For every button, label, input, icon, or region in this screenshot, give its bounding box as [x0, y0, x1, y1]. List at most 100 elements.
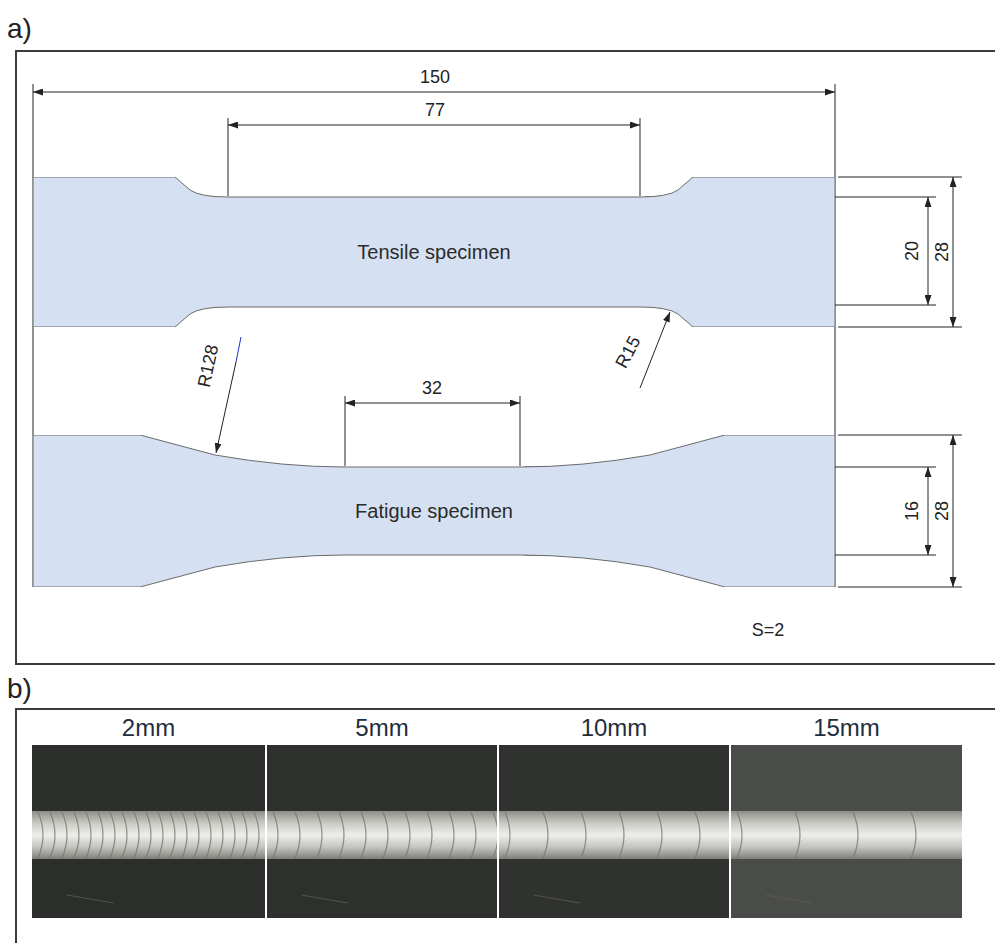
extension-line — [838, 177, 962, 178]
weld-ripple — [695, 812, 700, 858]
weld-ripple — [86, 812, 91, 858]
weld-bead — [267, 811, 497, 859]
dimension-line — [216, 362, 236, 453]
weld-ripple — [853, 812, 858, 858]
weld-bead — [731, 811, 962, 859]
weld-ripple — [911, 812, 916, 858]
weld-photo-tile: 10mm — [499, 712, 729, 918]
extension-line — [228, 118, 229, 196]
weld-ripple — [361, 812, 366, 858]
scale-note: S=2 — [752, 620, 785, 640]
weld-ripple — [170, 812, 175, 858]
dimension-line — [928, 467, 929, 555]
dimension-value: 28 — [932, 242, 952, 262]
weld-ripple — [254, 812, 259, 858]
weld-bead — [499, 811, 729, 859]
specimen-label: Fatigue specimen — [355, 500, 513, 523]
specimen-label: Tensile specimen — [357, 241, 510, 264]
photo-caption: 10mm — [499, 712, 729, 745]
plate-surface — [32, 745, 265, 918]
weld-ripple — [134, 812, 139, 858]
weld-photo — [731, 745, 962, 918]
dimension-value: 150 — [420, 67, 450, 87]
dimension-value: 32 — [422, 378, 442, 398]
extension-line — [838, 327, 962, 328]
weld-ripple — [619, 812, 624, 858]
weld-ripple — [295, 812, 300, 858]
weld-ripple — [657, 812, 662, 858]
weld-photo — [499, 745, 729, 918]
extension-line — [640, 118, 641, 196]
dimension-line — [345, 403, 520, 404]
photo-caption: 15mm — [731, 712, 962, 745]
plate-surface — [499, 745, 729, 918]
weld-ripple — [194, 812, 199, 858]
weld-photo — [32, 745, 265, 918]
specimen-shape: Fatigue specimen — [33, 435, 835, 587]
dimension-line — [228, 125, 640, 126]
weld-ripple — [74, 812, 79, 858]
weld-ripple — [581, 812, 586, 858]
weld-ripple — [427, 812, 432, 858]
weld-ripple — [543, 812, 548, 858]
weld-photo-tile: 5mm — [267, 712, 497, 918]
panel-heading: a) — [7, 12, 32, 46]
dimension-value: R128 — [194, 343, 223, 389]
weld-ripple — [110, 812, 115, 858]
photo-caption: 2mm — [32, 712, 265, 745]
weld-ripple — [182, 812, 187, 858]
weld-ripple — [230, 812, 235, 858]
surface-scratch — [534, 895, 580, 903]
dimension-line — [953, 435, 954, 587]
weld-ripple — [146, 812, 151, 858]
weld-ripple — [737, 812, 742, 858]
weld-photo-tile: 15mm — [731, 712, 962, 918]
weld-ripple — [449, 812, 454, 858]
extension-line — [838, 435, 962, 436]
weld-photo-tile: 2mm — [32, 712, 265, 918]
figure-panel: a)Tensile specimenFatigue specimen — [15, 50, 995, 665]
weld-ripple — [317, 812, 322, 858]
panel-heading: b) — [7, 672, 32, 706]
dimension-value: 28 — [932, 501, 952, 521]
dimension-value: 16 — [902, 501, 922, 521]
weld-ripple — [339, 812, 344, 858]
weld-bead — [32, 811, 265, 859]
extension-line — [236, 337, 241, 362]
figure-panel: b)2mm5mm10mm15mm — [15, 708, 995, 943]
extension-line — [520, 396, 521, 466]
dimension-line — [953, 177, 954, 327]
weld-ripple — [405, 812, 410, 858]
weld-ripple — [98, 812, 103, 858]
photo-caption: 5mm — [267, 712, 497, 745]
surface-scratch — [302, 895, 348, 903]
weld-ripple — [206, 812, 211, 858]
weld-ripple — [158, 812, 163, 858]
weld-ripple — [38, 812, 43, 858]
extension-line — [838, 587, 962, 588]
dimension-line — [640, 312, 670, 388]
weld-ripple — [122, 812, 127, 858]
weld-photo — [267, 745, 497, 918]
weld-ripple — [62, 812, 67, 858]
surface-scratch — [766, 895, 812, 903]
plate-surface — [267, 745, 497, 918]
weld-ripple — [50, 812, 55, 858]
weld-ripple — [471, 812, 476, 858]
dimension-value: R15 — [611, 333, 644, 372]
weld-ripple — [383, 812, 388, 858]
specimen-shape: Tensile specimen — [33, 177, 835, 327]
specimen-body — [33, 177, 835, 327]
weld-ripple — [273, 812, 278, 858]
extension-line — [345, 396, 346, 466]
dimension-line — [33, 92, 835, 93]
weld-ripple — [242, 812, 247, 858]
weld-ripple — [505, 812, 510, 858]
plate-surface — [731, 745, 962, 918]
weld-ripple — [493, 812, 497, 858]
surface-scratch — [67, 895, 114, 903]
dimension-value: 20 — [902, 241, 922, 261]
weld-ripple — [795, 812, 800, 858]
weld-ripple — [218, 812, 223, 858]
